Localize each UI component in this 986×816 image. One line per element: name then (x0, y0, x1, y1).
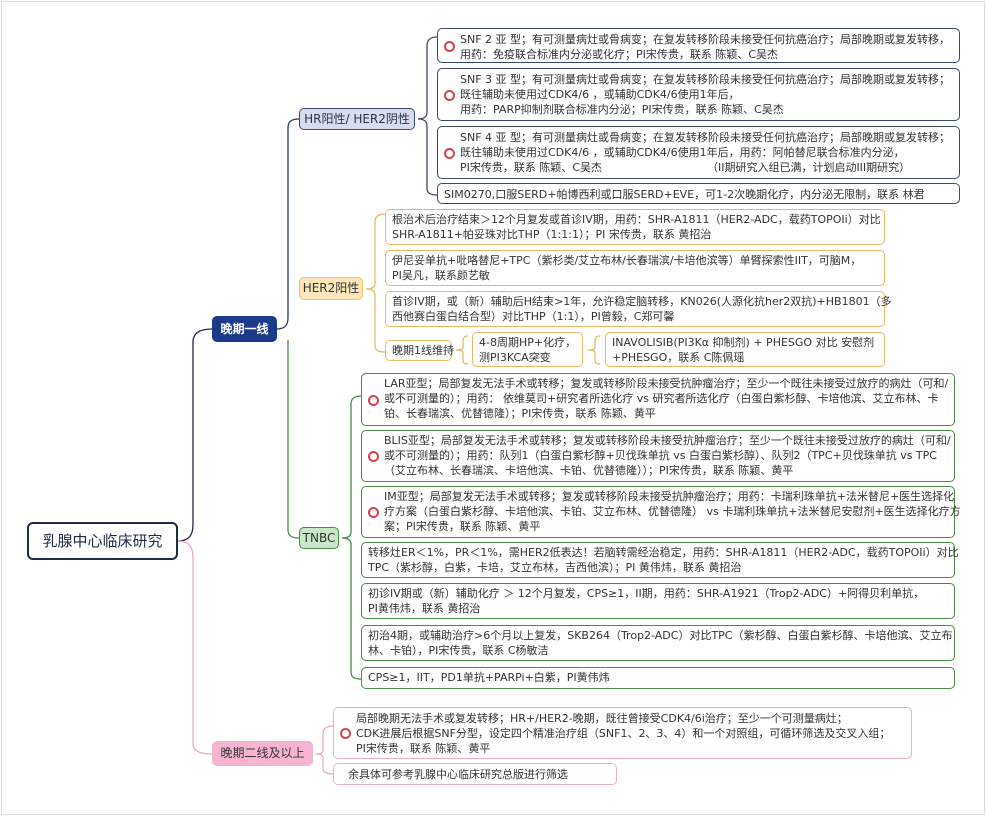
hr-trial-snf2[interactable]: SNF 2 亚 型；有可测量病灶或骨病变；在复发转移阶段未接受任何抗癌治疗；局部… (437, 28, 960, 63)
note-text: 余具体可参考乳腺中心临床研究总版进行筛选 (348, 768, 568, 781)
subtopic-hr-positive[interactable]: HR阳性/ HER2阴性 (299, 108, 415, 130)
trial-text: 用药：PARP抑制剂联合标准内分泌；PI宋传贵，联系 陈颖、C吴杰 (460, 103, 784, 116)
tnbc-trial-blis[interactable]: BLIS亚型；局部复发无法手术或转移；复发或转移阶段未接受抗肿瘤治疗；至少一个既… (361, 430, 955, 482)
tnbc-trial-5[interactable]: 初诊IV期或（新）辅助化疗 ＞ 12个月复发，CPS≥1，II期，用药：SHR-… (361, 583, 955, 619)
first-line-to-hr (276, 118, 300, 330)
marker-icon (368, 394, 379, 406)
trial-text: 局部晚期无法手术或复发转移；HR+/HER2-晚期，既往曾接受CDK4/6i治疗… (356, 712, 848, 725)
tnbc-trial-im[interactable]: IM亚型；局部复发无法手术或转移；复发或转移阶段未接受抗肿瘤治疗；用药：卡瑞利珠… (361, 486, 961, 538)
trial-text: CPS≥1，IIT，PD1单抗+PARPi+白紫，PI黄伟炜 (368, 671, 610, 684)
tnbc-trial-lar[interactable]: LAR亚型；局部复发无法手术或转移；复发或转移阶段未接受抗肿瘤治疗；至少一个既往… (361, 373, 955, 426)
tnbc-trial-7[interactable]: CPS≥1，IIT，PD1单抗+PARPi+白紫，PI黄伟炜 (361, 667, 955, 689)
trial-text: 首诊IV期，或（新）辅助后H结束>1年，允许稳定脑转移，KN026(人源化抗he… (392, 295, 892, 308)
trial-text: LAR亚型；局部复发无法手术或转移；复发或转移阶段未接受抗肿瘤治疗；至少一个既往… (384, 377, 949, 390)
root-to-first-line (177, 328, 213, 542)
hr-trial-snf4[interactable]: SNF 4 亚 型；有可测量病灶或骨病变；在复发转移阶段未接受任何抗癌治疗；局部… (437, 126, 960, 179)
trial-text: IM亚型；局部复发无法手术或转移；复发或转移阶段未接受抗肿瘤治疗；用药：卡瑞利珠… (384, 490, 955, 503)
trial-text: PI宋传贵，联系 陈颖、C吴杰 （II期研究入组已满，计划启动III期研究） (460, 161, 911, 174)
subtopic-her2-positive[interactable]: HER2阳性 (299, 277, 363, 300)
trial-text: 案；PI宋传贵，联系 陈颖、黄平 (384, 520, 541, 533)
trial-text: 或不可测量的）；用药：队列1（白蛋白紫杉醇+贝伐珠单抗 vs 白蛋白紫杉醇）、队… (384, 449, 937, 462)
trial-text: 4-8周期HP+化疗， (479, 336, 577, 349)
trial-text: 初诊IV期或（新）辅助化疗 ＞ 12个月复发，CPS≥1，II期，用药：SHR-… (368, 587, 925, 600)
second-line-trial[interactable]: 局部晚期无法手术或复发转移；HR+/HER2-晚期，既往曾接受CDK4/6i治疗… (333, 707, 912, 759)
marker-icon (368, 451, 379, 462)
hr-bracket (417, 36, 438, 196)
step-bracket (587, 335, 601, 365)
trial-text: TPC（紫杉醇，白紫，卡培，艾立布林，吉西他滨）；PI 黄伟炜，联系 黄招治 (368, 561, 742, 574)
trial-text: 林、卡铂），PI宋传贵，联系 C杨敏洁 (368, 644, 549, 657)
trial-text: SNF 2 亚 型；有可测量病灶或骨病变；在复发转移阶段未接受任何抗癌治疗；局部… (460, 33, 951, 46)
tnbc-bracket (341, 395, 362, 680)
trial-text: 测PI3KCA突变 (479, 351, 551, 364)
her2-maintenance-trial[interactable]: INAVOLISIB(PI3Kα 抑制剂) + PHESGO 对比 安慰剂 +P… (605, 332, 885, 367)
subtopic-label: HER2阳性 (302, 281, 360, 295)
maintenance-bracket (455, 335, 469, 365)
trial-text: SNF 4 亚 型；有可测量病灶或骨病变；在复发转移阶段未接受任何抗癌治疗；局部… (460, 131, 951, 144)
trial-text: 初治4期，或辅助治疗>6个月以上复发，SKB264（Trop2-ADC）对比TP… (368, 629, 953, 642)
root-topic[interactable]: 乳腺中心临床研究 (27, 522, 178, 560)
first-line-to-tnbc (287, 340, 300, 539)
marker-icon (340, 728, 351, 739)
her2-maintenance-step[interactable]: 4-8周期HP+化疗， 测PI3KCA突变 (472, 332, 583, 367)
subtopic-label: TNBC (302, 530, 336, 545)
branch-first-line[interactable]: 晚期一线 (212, 316, 277, 342)
trial-text: BLIS亚型；局部复发无法手术或转移；复发或转移阶段未接受抗肿瘤治疗；至少一个既… (384, 434, 951, 447)
trial-text: 铂、长春瑞滨、优替德隆）；PI宋传贵，联系 陈颖、黄平 (384, 407, 656, 420)
root-label: 乳腺中心临床研究 (42, 531, 163, 550)
trial-text: PI黄伟炜，联系 黄招治 (368, 602, 481, 615)
subtopic-label: HR阳性/ HER2阴性 (304, 111, 410, 126)
her2-maintenance[interactable]: 晚期1线维持 (385, 340, 454, 361)
her2-trial-3[interactable]: 首诊IV期，或（新）辅助后H结束>1年，允许稳定脑转移，KN026(人源化抗he… (385, 291, 892, 327)
trial-text: 既往辅助未使用过CDK4/6 ，或辅助CDK4/6使用1年后， (460, 88, 740, 101)
trial-text: （艾立布林、长春瑞滨、卡培他滨、卡铂、优替德隆））；PI宋传贵，联系 陈颖、黄平 (384, 464, 794, 477)
trial-text: 用药：免疫联合标准内分泌或化疗；PI宋传贵，联系 陈颖、C吴杰 (460, 48, 779, 61)
trial-text: PI宋传贵，联系 陈颖、黄平 (356, 742, 491, 755)
trial-text: SHR-A1811+帕妥珠对比THP（1:1:1）；PI 宋传贵，联系 黄招治 (392, 228, 712, 241)
second-line-note[interactable]: 余具体可参考乳腺中心临床研究总版进行筛选 (333, 763, 617, 785)
marker-icon (444, 147, 455, 159)
branch-label: 晚期一线 (220, 321, 269, 336)
branch-label: 晚期二线及以上 (220, 746, 305, 760)
trial-text: +PHESGO，联系 C陈佩瑶 (612, 351, 745, 364)
trial-text: 或不可测量的）；用药： 依维莫司+研究者所选化疗 vs 研究者所选化疗（白蛋白紫… (384, 392, 939, 405)
hr-trial-sim0270[interactable]: SIM0270,口服SERD+帕博西利或口服SERD+EVE，可1-2次晚期化疗… (437, 183, 960, 204)
her2-trial-1[interactable]: 根治术后治疗结束＞12个月复发或首诊IV期，用药：SHR-A1811（HER2-… (385, 209, 885, 245)
marker-icon (444, 89, 455, 101)
marker-icon (444, 40, 455, 52)
trial-text: PI吴凡，联系颜艺敏 (392, 269, 490, 282)
subtopic-tnbc[interactable]: TNBC (299, 527, 339, 549)
trial-text: 既往辅助未使用过CDK4/6 ，或辅助CDK4/6使用1年后，用药：阿帕替尼联合… (460, 146, 905, 159)
trial-text: SIM0270,口服SERD+帕博西利或口服SERD+EVE，可1-2次晚期化疗… (444, 188, 925, 201)
tnbc-trial-4[interactable]: 转移灶ER＜1%，PR＜1%，需HER2低表达！若脑转需经治稳定，用药：SHR-… (361, 542, 959, 578)
trial-text: INAVOLISIB(PI3Kα 抑制剂) + PHESGO 对比 安慰剂 (612, 336, 875, 349)
her2-trial-2[interactable]: 伊尼妥单抗+吡咯替尼+TPC（紫杉类/艾立布林/长春瑞滨/卡培他滨等）单臂探索性… (385, 250, 885, 286)
her2-bracket (365, 213, 386, 353)
trial-text: 根治术后治疗结束＞12个月复发或首诊IV期，用药：SHR-A1811（HER2-… (392, 213, 881, 226)
trial-text: 伊尼妥单抗+吡咯替尼+TPC（紫杉类/艾立布林/长春瑞滨/卡培他滨等）单臂探索性… (392, 254, 862, 267)
trial-text: 疗方案（白蛋白紫杉醇、卡培他滨、卡铂、艾立布林、优替德隆） vs 卡瑞利珠单抗+… (384, 505, 961, 518)
tnbc-trial-6[interactable]: 初治4期，或辅助治疗>6个月以上复发，SKB264（Trop2-ADC）对比TP… (361, 625, 955, 661)
trial-text: CDK进展后根据SNF分型，设定四个精准治疗组（SNF1、2、3、4）和一个对照… (356, 727, 891, 740)
trial-text: SNF 3 亚 型；有可测量病灶或骨病变；在复发转移阶段未接受任何抗癌治疗；局部… (460, 73, 951, 86)
second-line-bracket (315, 725, 334, 775)
trial-text: 西他赛白蛋白结合型）对比THP（1:1），PI曾毅，C郑可馨 (392, 310, 675, 323)
root-to-second-line (177, 540, 213, 755)
marker-icon (368, 507, 379, 518)
maintenance-label: 晚期1线维持 (392, 344, 454, 357)
trial-text: 转移灶ER＜1%，PR＜1%，需HER2低表达！若脑转需经治稳定，用药：SHR-… (368, 546, 959, 559)
hr-trial-snf3[interactable]: SNF 3 亚 型；有可测量病灶或骨病变；在复发转移阶段未接受任何抗癌治疗；局部… (437, 68, 960, 121)
branch-second-line[interactable]: 晚期二线及以上 (212, 741, 313, 766)
